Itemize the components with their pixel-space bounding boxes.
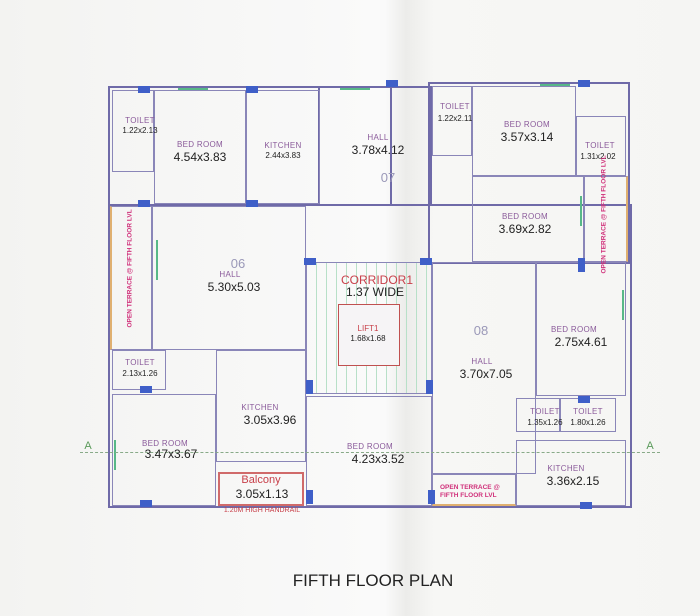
column [304,258,316,265]
room-name: BED ROOM [142,439,188,448]
room-name: BED ROOM [551,325,597,334]
room-size: 3.70x7.05 [459,367,513,381]
room-size: 3.69x2.82 [498,222,552,236]
column [580,502,592,509]
terrace-label: OPEN TERRACE @ FIFTH FLOOR LVL [126,209,134,328]
room-size: 3.05x3.96 [243,413,297,427]
room-kitchen-2 [216,350,306,462]
column [140,500,152,507]
room-size: 3.78x4.12 [351,143,405,157]
room-name: BED ROOM [502,212,548,221]
room-balcony [218,472,304,506]
room-size: 4.54x3.83 [173,150,227,164]
column [578,80,590,87]
room-toilet-4 [516,398,560,432]
room-name: KITCHEN [547,464,585,473]
terrace-label: OPEN TERRACE @ FIFTH FLOOR LVL [600,155,608,274]
window [114,440,116,470]
room-bedroom-5 [112,394,216,506]
room-toilet-3 [576,116,626,176]
room-name: TOILET [585,141,615,150]
room-name: BED ROOM [504,120,550,129]
room-name: TOILET [125,116,155,125]
room-name: HALL [367,133,389,142]
column [428,490,435,504]
room-size: 3.36x2.15 [546,474,600,488]
column [306,490,313,504]
room-terrace-right [584,176,628,262]
balcony-name: Balcony [241,474,281,486]
room-toilet-6 [112,350,166,390]
section-marker-left: A [84,440,92,452]
room-bedroom-1 [154,90,246,204]
room-terrace-left [110,206,152,350]
room-toilet-1 [112,90,154,172]
window [622,290,624,320]
window [156,240,158,280]
room-size: 5.30x5.03 [207,280,261,294]
handrail-note: 1.20M HIGH HANDRAIL [223,507,301,514]
unit-number: 06 [230,256,246,271]
room-name: HALL [219,270,241,279]
column [246,86,258,93]
corridor-name: CORRIDOR1 [340,273,414,287]
room-lift [338,304,400,366]
section-line [80,452,660,453]
room-size: 3.47x3.67 [144,447,198,461]
room-name: TOILET [530,407,560,416]
column [246,200,258,207]
corridor-width: 1.37 WIDE [345,285,405,299]
room-hall-06 [152,206,306,350]
plan-title: FIFTH FLOOR PLAN [292,571,454,590]
column [578,396,590,403]
room-name: KITCHEN [241,403,279,412]
room-size: 3.57x3.14 [500,130,554,144]
column [426,380,433,394]
outer-wall-bottom [108,204,632,508]
room-toilet-2 [432,86,472,156]
balcony-size: 3.05x1.13 [235,487,289,501]
room-name: TOILET [573,407,603,416]
room-bedroom-3 [472,176,584,262]
window [340,88,370,90]
room-bedroom-6 [306,396,432,506]
room-name: TOILET [125,358,155,367]
room-name: BED ROOM [347,442,393,451]
room-size: 1.22x2.11 [437,114,473,123]
room-hall-08 [432,262,536,474]
column [306,380,313,394]
section-marker-right: A [646,440,654,452]
room-name: KITCHEN [264,141,302,150]
window [580,196,582,226]
room-kitchen-1 [246,90,320,204]
column [138,86,150,93]
room-size: 1.80x1.26 [570,418,606,427]
unit-number: 07 [380,170,396,185]
room-size: 4.23x3.52 [351,452,405,466]
column [140,386,152,393]
column [420,258,432,265]
room-size: 2.44x3.83 [265,151,301,160]
room-size: 1.31x2.02 [580,152,616,161]
outer-wall-top-right [428,82,630,264]
room-size: 2.75x4.61 [554,335,608,349]
room-size: 1.35x1.26 [527,418,563,427]
terrace-label: OPEN TERRACE @ FIFTH FLOOR LVL [440,484,500,499]
room-name: BED ROOM [177,140,223,149]
window [540,84,570,86]
lift-name: LIFT1 [357,324,379,333]
column [386,80,398,87]
room-name: HALL [471,357,493,366]
unit-number: 08 [473,323,489,338]
room-size: 1.22x2.13 [122,126,158,135]
room-name: TOILET [440,102,470,111]
column [578,258,585,272]
room-bedroom-2 [472,86,576,176]
window [178,88,208,90]
lift-size: 1.68x1.68 [350,334,386,343]
room-size: 2.13x1.26 [122,369,158,378]
room-kitchen-4 [516,440,626,506]
column [138,200,150,207]
